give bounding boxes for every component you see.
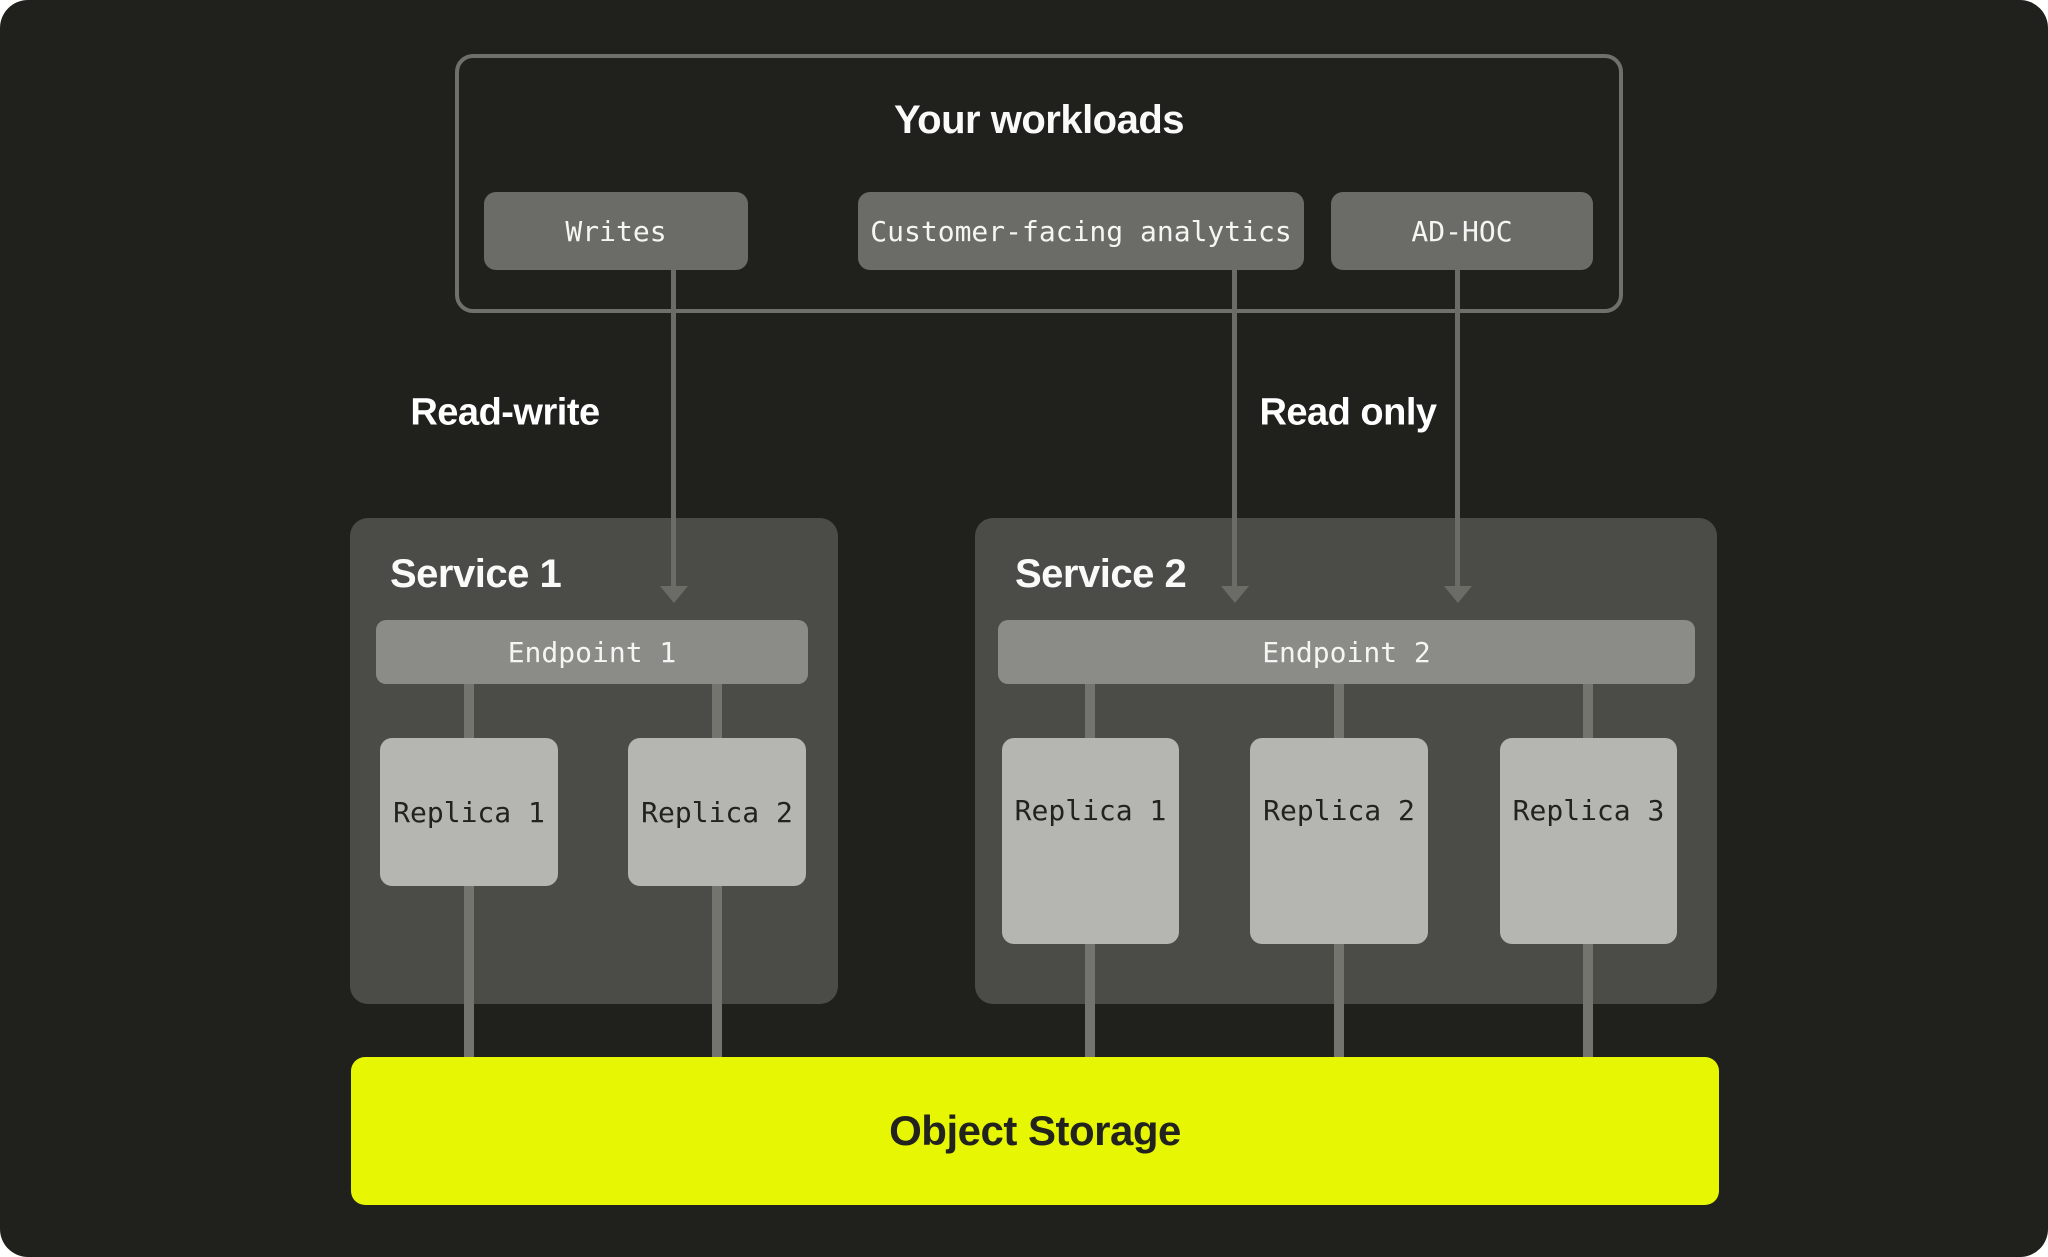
workload-analytics-chip: Customer-facing analytics [858,192,1304,270]
service-2-replica-1: Replica 1 [1002,738,1179,944]
workloads-title: Your workloads [893,98,1185,142]
arrow-analytics-to-endpoint2-line [1232,270,1237,587]
service-1-title: Service 1 [390,552,562,596]
service-2-endpoint: Endpoint 2 [998,620,1695,684]
object-storage-label: Object Storage [889,1107,1181,1154]
arrow-adhoc-to-endpoint2-line [1455,270,1460,587]
service-2-replica-3: Replica 3 [1500,738,1677,944]
service-2-title: Service 2 [1015,552,1187,596]
workload-writes-chip: Writes [484,192,748,270]
arrow-writes-to-endpoint1-line [671,270,676,587]
arrow-down-icon [660,586,688,603]
workloads-group: Your workloads [455,54,1623,313]
service-2-replica-2: Replica 2 [1250,738,1428,944]
read-only-label: Read only [1259,391,1437,434]
service-1-replica-2: Replica 2 [628,738,806,886]
service-1-endpoint: Endpoint 1 [376,620,808,684]
workload-adhoc-chip: AD-HOC [1331,192,1593,270]
arrow-down-icon [1221,586,1249,603]
arrow-down-icon [1444,586,1472,603]
object-storage-bar: Object Storage [351,1057,1719,1205]
read-write-label: Read-write [410,391,600,434]
service-1-replica-1: Replica 1 [380,738,558,886]
